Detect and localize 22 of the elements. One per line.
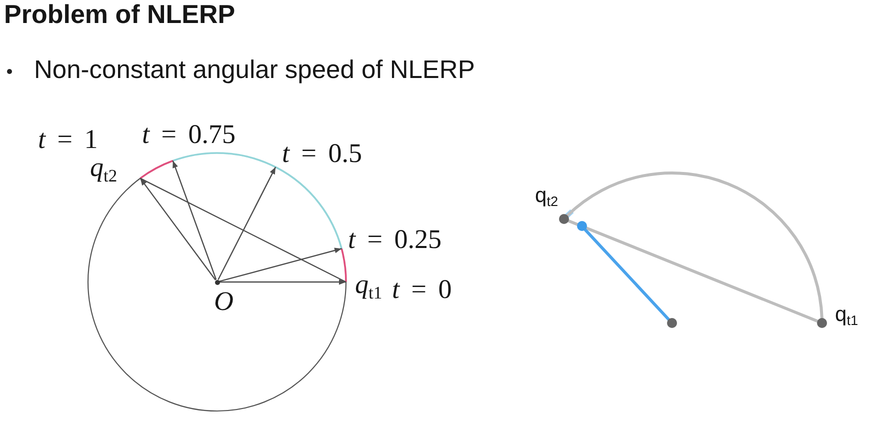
point-label: q$_{t2}$ (535, 183, 558, 208)
math-label: t = 0.5 (282, 137, 362, 170)
math-label: t = 0.75 (142, 118, 236, 150)
bullet-text: Non-constant angular speed of NLERP (34, 56, 475, 84)
arrow (218, 166, 276, 280)
arrow (140, 178, 216, 280)
dot-icon (817, 318, 827, 328)
dot-icon (576, 221, 587, 232)
dot-icon (558, 214, 569, 224)
arrow (172, 160, 217, 280)
point-label: q$_{t1}$ (835, 302, 858, 328)
math-label: t = 0.25 (348, 222, 442, 256)
arrow (220, 279, 346, 285)
chord-line (567, 219, 819, 323)
slide-title: Problem of NLERP (4, 0, 236, 29)
arrow (219, 248, 342, 282)
arc-line (566, 172, 824, 320)
point-label: O (214, 284, 234, 318)
dot-icon (214, 280, 220, 284)
math-label: t = 0 (392, 272, 452, 306)
dot-icon (667, 318, 677, 328)
point-label: q$_{t1}$ (355, 268, 382, 300)
